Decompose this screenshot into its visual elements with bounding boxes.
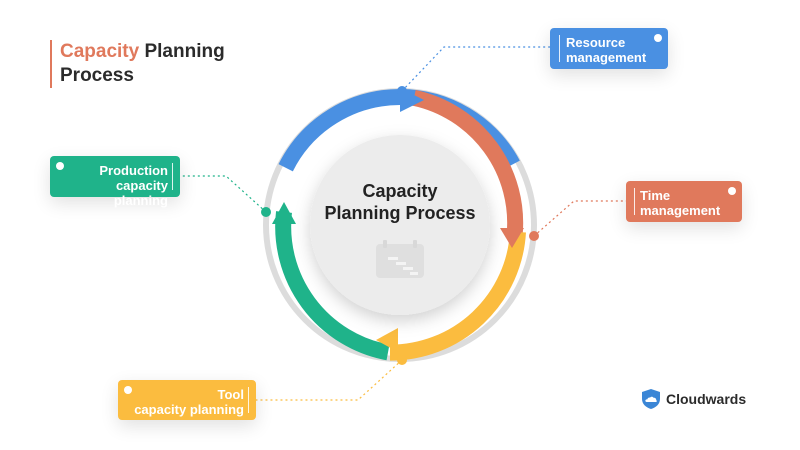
node-production-line1: Production [99, 163, 168, 178]
card-bar [634, 188, 635, 215]
card-bar [248, 387, 249, 413]
node-resource-line1: Resource [566, 35, 626, 50]
node-tool-line1: Tool [217, 387, 244, 402]
arrow-tool [376, 328, 398, 352]
node-production-line2: capacity planning [113, 178, 168, 208]
arc-time [412, 89, 524, 236]
card-dot [728, 187, 736, 195]
connector-production [180, 175, 267, 213]
title-accent: Capacity [60, 41, 140, 62]
center-title-line-1: Capacity [362, 181, 438, 201]
connector-time [533, 200, 628, 237]
brand-logo: Cloudwards [642, 389, 746, 409]
title-line-1: Capacity Planning [60, 40, 225, 64]
title-rest: Planning [139, 41, 225, 62]
node-resource-management: Resource management [550, 28, 668, 69]
calendar-gantt-icon [376, 240, 424, 278]
card-dot [654, 34, 662, 42]
arc-resource [278, 89, 401, 172]
center-title-line-2: Planning Process [324, 203, 476, 223]
node-tool-capacity-planning: Tool capacity planning [118, 380, 256, 420]
cloud-shield-icon [642, 389, 660, 409]
diagram-title: Capacity Planning Process [50, 40, 225, 88]
arc-production [275, 211, 390, 361]
node-tool-line2: capacity planning [134, 402, 244, 417]
connector-tool [256, 359, 403, 401]
node-resource-line2: management [566, 50, 647, 65]
node-time-line1: Time [640, 188, 671, 203]
title-line-2: Process [60, 65, 134, 86]
brand-name: Cloudwards [666, 391, 747, 407]
center-title: Capacity Planning Process [318, 180, 482, 224]
arrow-time [500, 228, 524, 248]
node-production-capacity-planning: Production capacity planning [50, 156, 180, 208]
connector-resource [401, 46, 550, 92]
arrow-production [272, 202, 296, 224]
card-dot [56, 162, 64, 170]
card-bar [559, 35, 560, 62]
center-circle [310, 135, 490, 315]
card-dot [124, 386, 132, 394]
node-time-line2: management [640, 203, 721, 218]
card-bar [172, 163, 173, 190]
node-time-management: Time management [626, 181, 742, 222]
arc-tool [389, 231, 526, 361]
